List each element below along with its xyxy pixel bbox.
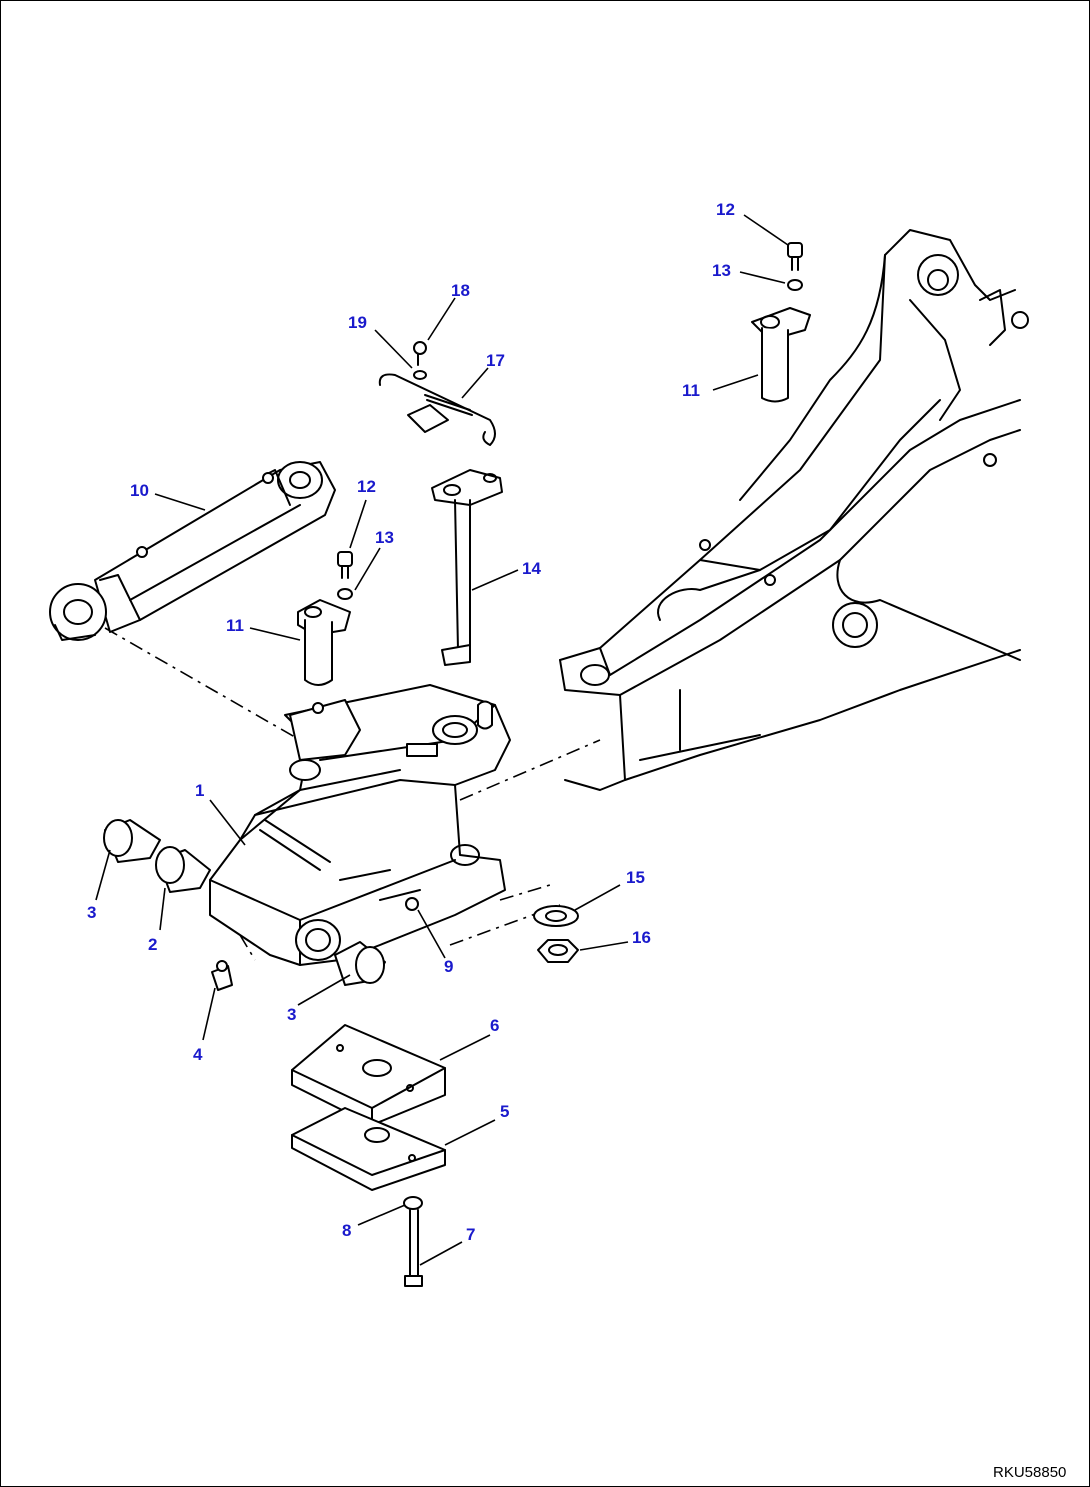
callout-13-right: 13 — [712, 261, 731, 280]
callout-12-right: 12 — [716, 200, 735, 219]
callout-3-right: 3 — [287, 1005, 296, 1024]
callout-6: 6 — [490, 1016, 499, 1035]
callout-11-left: 11 — [226, 616, 244, 635]
boom-structure — [559, 229, 1029, 791]
pin-right — [751, 242, 811, 403]
callout-19: 19 — [348, 313, 367, 332]
pin-long — [431, 469, 503, 666]
callout-11-right: 11 — [682, 381, 700, 400]
callout-1: 1 — [195, 781, 204, 800]
set-screw — [405, 897, 419, 911]
callout-9: 9 — [444, 957, 453, 976]
callout-labels: 1 2 3 3 4 5 6 7 8 9 10 11 12 13 14 15 16… — [87, 200, 735, 1244]
callout-14: 14 — [522, 559, 541, 578]
callout-8: 8 — [342, 1221, 351, 1240]
grease-fitting — [211, 960, 233, 991]
lock-spring — [378, 341, 496, 446]
bushings — [103, 819, 386, 986]
callout-7: 7 — [466, 1225, 475, 1244]
swing-bracket — [209, 684, 511, 966]
plate-lower — [291, 1107, 446, 1191]
nut-washer — [533, 905, 579, 963]
swing-cylinder — [49, 461, 336, 641]
callout-15: 15 — [626, 868, 645, 887]
bolt-left — [337, 551, 353, 600]
callout-12-left: 12 — [357, 477, 376, 496]
pin-left — [297, 599, 351, 714]
callout-3-left: 3 — [87, 903, 96, 922]
callout-10: 10 — [130, 481, 149, 500]
callout-16: 16 — [632, 928, 651, 947]
callout-13-left: 13 — [375, 528, 394, 547]
callout-2: 2 — [148, 935, 157, 954]
drawing-code: RKU58850 — [993, 1464, 1066, 1481]
callout-17: 17 — [486, 351, 505, 370]
plate-upper — [291, 1024, 446, 1126]
callout-4: 4 — [193, 1045, 203, 1064]
leader-lines — [95, 214, 789, 1266]
callout-18: 18 — [451, 281, 470, 300]
callout-5: 5 — [500, 1102, 509, 1121]
bolt-lower — [403, 1196, 423, 1287]
